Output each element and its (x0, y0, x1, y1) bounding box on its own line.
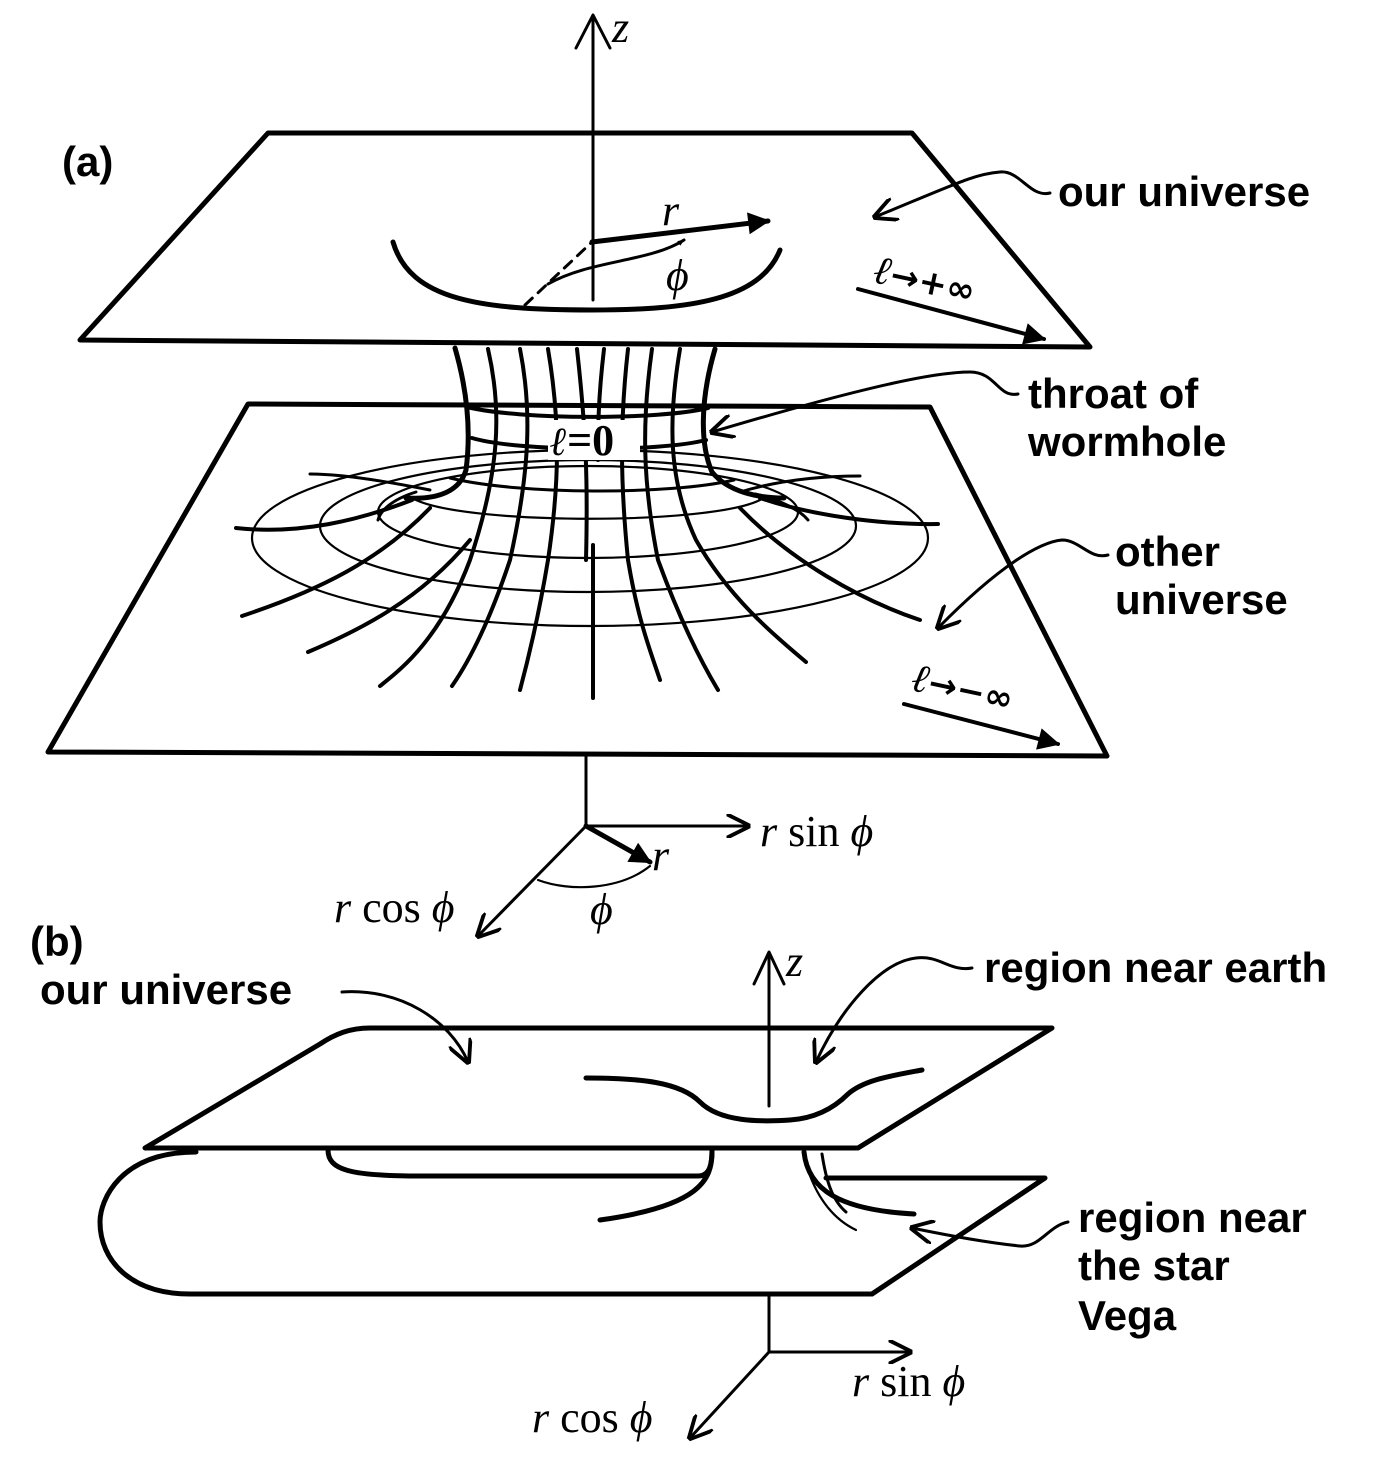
tube-right-thin (806, 1168, 858, 1232)
throat-meridian (378, 347, 499, 688)
vega-label-line1: region near (1078, 1194, 1307, 1241)
base-phi-label: ϕ (590, 885, 613, 934)
other-universe-label-line2: universe (1115, 576, 1288, 623)
b-z-axis-arrowhead (752, 950, 786, 986)
tube-left-upper (325, 1147, 715, 1179)
base-rcos-phi: ϕ (432, 883, 455, 932)
our-universe-pointer (875, 170, 1052, 217)
ell-plus-tail: →+∞ (887, 255, 979, 312)
b-rsin-r: r (852, 1357, 870, 1406)
panel-b-tag: (b) (30, 918, 84, 965)
throat-pointer (712, 370, 1020, 432)
ell-plus-arrow (856, 287, 1047, 345)
ell-zero-label: ℓ=0 (550, 416, 614, 465)
tube-right (801, 1149, 917, 1217)
base-rsin-label: r sin ϕ (760, 807, 873, 856)
throat-ring (448, 476, 736, 493)
throat-meridian (620, 347, 662, 682)
b-our-universe-label: our universe (40, 966, 292, 1013)
b-rcos-fn: cos (549, 1393, 630, 1442)
ell-zero-tail: =0 (567, 416, 614, 465)
base-rcos-label: r cos ϕ (334, 883, 455, 932)
region-near-earth-label: region near earth (984, 944, 1327, 991)
ell-minus-arrow (902, 702, 1061, 750)
throat-meridian (518, 347, 559, 692)
panel-a-tag: (a) (62, 138, 113, 185)
r-label: r (662, 186, 680, 235)
b-rsin-label: r sin ϕ (852, 1357, 965, 1406)
panel-b: (b) z our universe region near earth reg… (30, 918, 1327, 1442)
radial-line (308, 472, 432, 492)
vega-label-line3: Vega (1078, 1292, 1177, 1339)
upper-fold-sheet (142, 1025, 1055, 1151)
base-rsin-r: r (760, 807, 778, 856)
panel-a: z (a) r ϕ ℓ→+∞ our universe (45, 3, 1310, 936)
b-rcos-r: r (532, 1393, 550, 1442)
radial-line (753, 492, 810, 522)
radial-line (376, 490, 418, 522)
base-r-vector (583, 823, 653, 865)
radial-line (758, 496, 940, 527)
b-z-axis-label: z (785, 937, 803, 986)
b-rsin-phi: ϕ (942, 1357, 965, 1406)
r-vector (589, 212, 771, 245)
base-rcos-fn: cos (351, 883, 432, 932)
earth-dimple (583, 1067, 925, 1124)
phi-label: ϕ (666, 251, 689, 300)
region-near-earth-pointer (816, 956, 974, 1062)
z-axis-label: z (611, 3, 629, 52)
vega-pointer (912, 1222, 1070, 1248)
throat-ring (465, 405, 710, 419)
radial-line (738, 474, 862, 494)
our-universe-sheet (77, 130, 1093, 350)
throat-label-line2: wormhole (1027, 418, 1226, 465)
our-universe-label: our universe (1058, 168, 1310, 215)
other-universe-label-line1: other (1115, 528, 1220, 575)
ell-zero-bg (548, 420, 640, 460)
b-rcos-label: r cos ϕ (532, 1393, 653, 1442)
tube-left-lower (597, 1149, 715, 1223)
base-r-label: r (652, 831, 670, 880)
throat-opening-curve (390, 239, 783, 313)
throat-meridian (643, 347, 720, 692)
hidden-radius-dashed (523, 240, 594, 307)
b-rcos-axis (690, 1350, 771, 1438)
radial-line (240, 506, 432, 618)
grid-ellipse (414, 498, 762, 520)
base-rcos-axis (478, 824, 588, 936)
lower-fold-sheet (97, 1149, 1048, 1297)
base-rcos-r: r (334, 883, 352, 932)
base-rsin-phi: ϕ (850, 807, 873, 856)
base-rsin-fn: sin (777, 807, 850, 856)
b-rsin-fn: sin (869, 1357, 942, 1406)
tube-right-inner (820, 1152, 848, 1214)
other-universe-pointer (938, 538, 1110, 628)
throat-meridian (450, 347, 530, 688)
b-our-universe-pointer (340, 990, 468, 1062)
ell-plus-infinity-label: ℓ→+∞ (870, 246, 980, 313)
throat-label-line1: throat of (1028, 370, 1199, 417)
radial-line (306, 538, 472, 654)
radial-line (234, 498, 414, 532)
radial-line (738, 506, 922, 622)
z-axis-arrowhead (574, 13, 612, 50)
ell-zero-symbol: ℓ (550, 418, 567, 465)
b-rcos-phi: ϕ (630, 1393, 653, 1442)
phi-arc (546, 238, 686, 286)
throat-meridian (670, 347, 808, 664)
vega-label-line2: the star (1078, 1242, 1230, 1289)
base-phi-arc (536, 864, 652, 889)
